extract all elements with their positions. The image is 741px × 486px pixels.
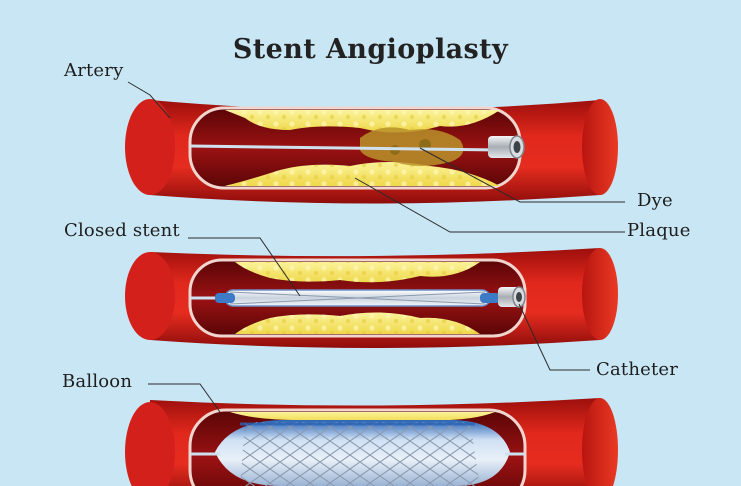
catheter-leader: [518, 303, 590, 371]
diagram-title: Stent Angioplasty: [232, 34, 509, 65]
balloon-label: Balloon: [62, 371, 133, 392]
artery-diagram-2: [125, 248, 618, 348]
closed-stent-label: Closed stent: [64, 220, 180, 241]
artery-leader: [127, 81, 171, 119]
artery-diagram-3: [125, 398, 618, 486]
plaque-leader: [354, 177, 625, 233]
balloon-leader: [148, 383, 221, 413]
closed-stent-leader: [188, 237, 301, 297]
artery-label: Artery: [64, 60, 124, 81]
dye-label: Dye: [637, 190, 673, 211]
artery-diagram-1: [125, 99, 618, 204]
leader-lines: [127, 81, 625, 413]
catheter-label: Catheter: [596, 359, 679, 380]
dye-leader: [419, 147, 625, 203]
plaque-label: Plaque: [627, 220, 691, 241]
